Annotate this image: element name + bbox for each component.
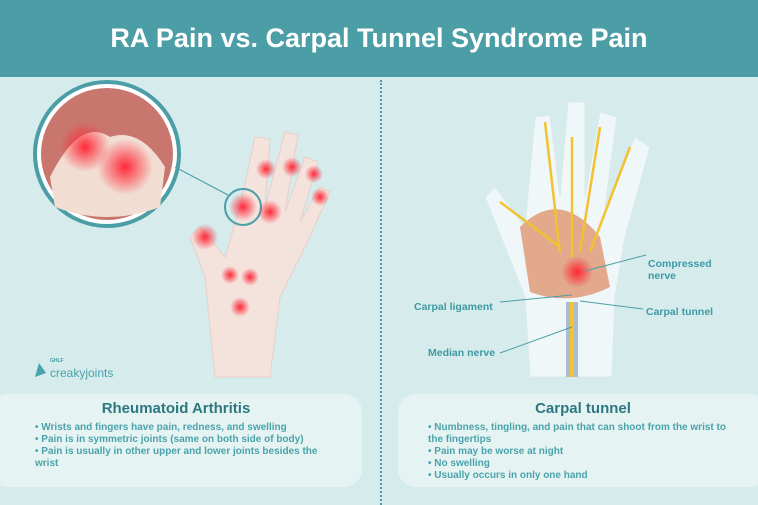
ra-hand-illustration	[33, 80, 331, 378]
ct-info-box: Carpal tunnel Numbness, tingling, and pa…	[398, 394, 758, 487]
ra-info-box: Rheumatoid Arthritis Wrists and fingers …	[0, 394, 362, 487]
ra-item: Wrists and fingers have pain, redness, a…	[35, 422, 342, 434]
label-carpal-tunnel: Carpal tunnel	[646, 306, 714, 318]
logo-icon	[35, 363, 46, 377]
label-compressed-nerve: Compressed nerve	[648, 258, 712, 282]
ra-item: Pain is in symmetric joints (same on bot…	[35, 434, 342, 446]
ct-item: Usually occurs in only one hand	[428, 470, 738, 482]
divider	[380, 80, 382, 505]
ra-item: Pain is usually in other upper and lower…	[35, 446, 342, 470]
ct-heading: Carpal tunnel	[535, 400, 631, 417]
label-median-nerve: Median nerve	[428, 347, 496, 359]
header: RA Pain vs. Carpal Tunnel Syndrome Pain	[0, 0, 758, 77]
ct-item: No swelling	[428, 458, 738, 470]
label-carpal-ligament: Carpal ligament	[414, 301, 493, 313]
illustrations	[33, 80, 651, 378]
page-title: RA Pain vs. Carpal Tunnel Syndrome Pain	[110, 23, 648, 53]
carpal-tunnel-hand-illustration	[484, 101, 651, 378]
ra-heading: Rheumatoid Arthritis	[101, 400, 251, 417]
inflammation-spots	[192, 157, 329, 317]
ct-item: Pain may be worse at night	[428, 446, 738, 458]
ct-item: Numbness, tingling, and pain that can sh…	[428, 422, 738, 446]
